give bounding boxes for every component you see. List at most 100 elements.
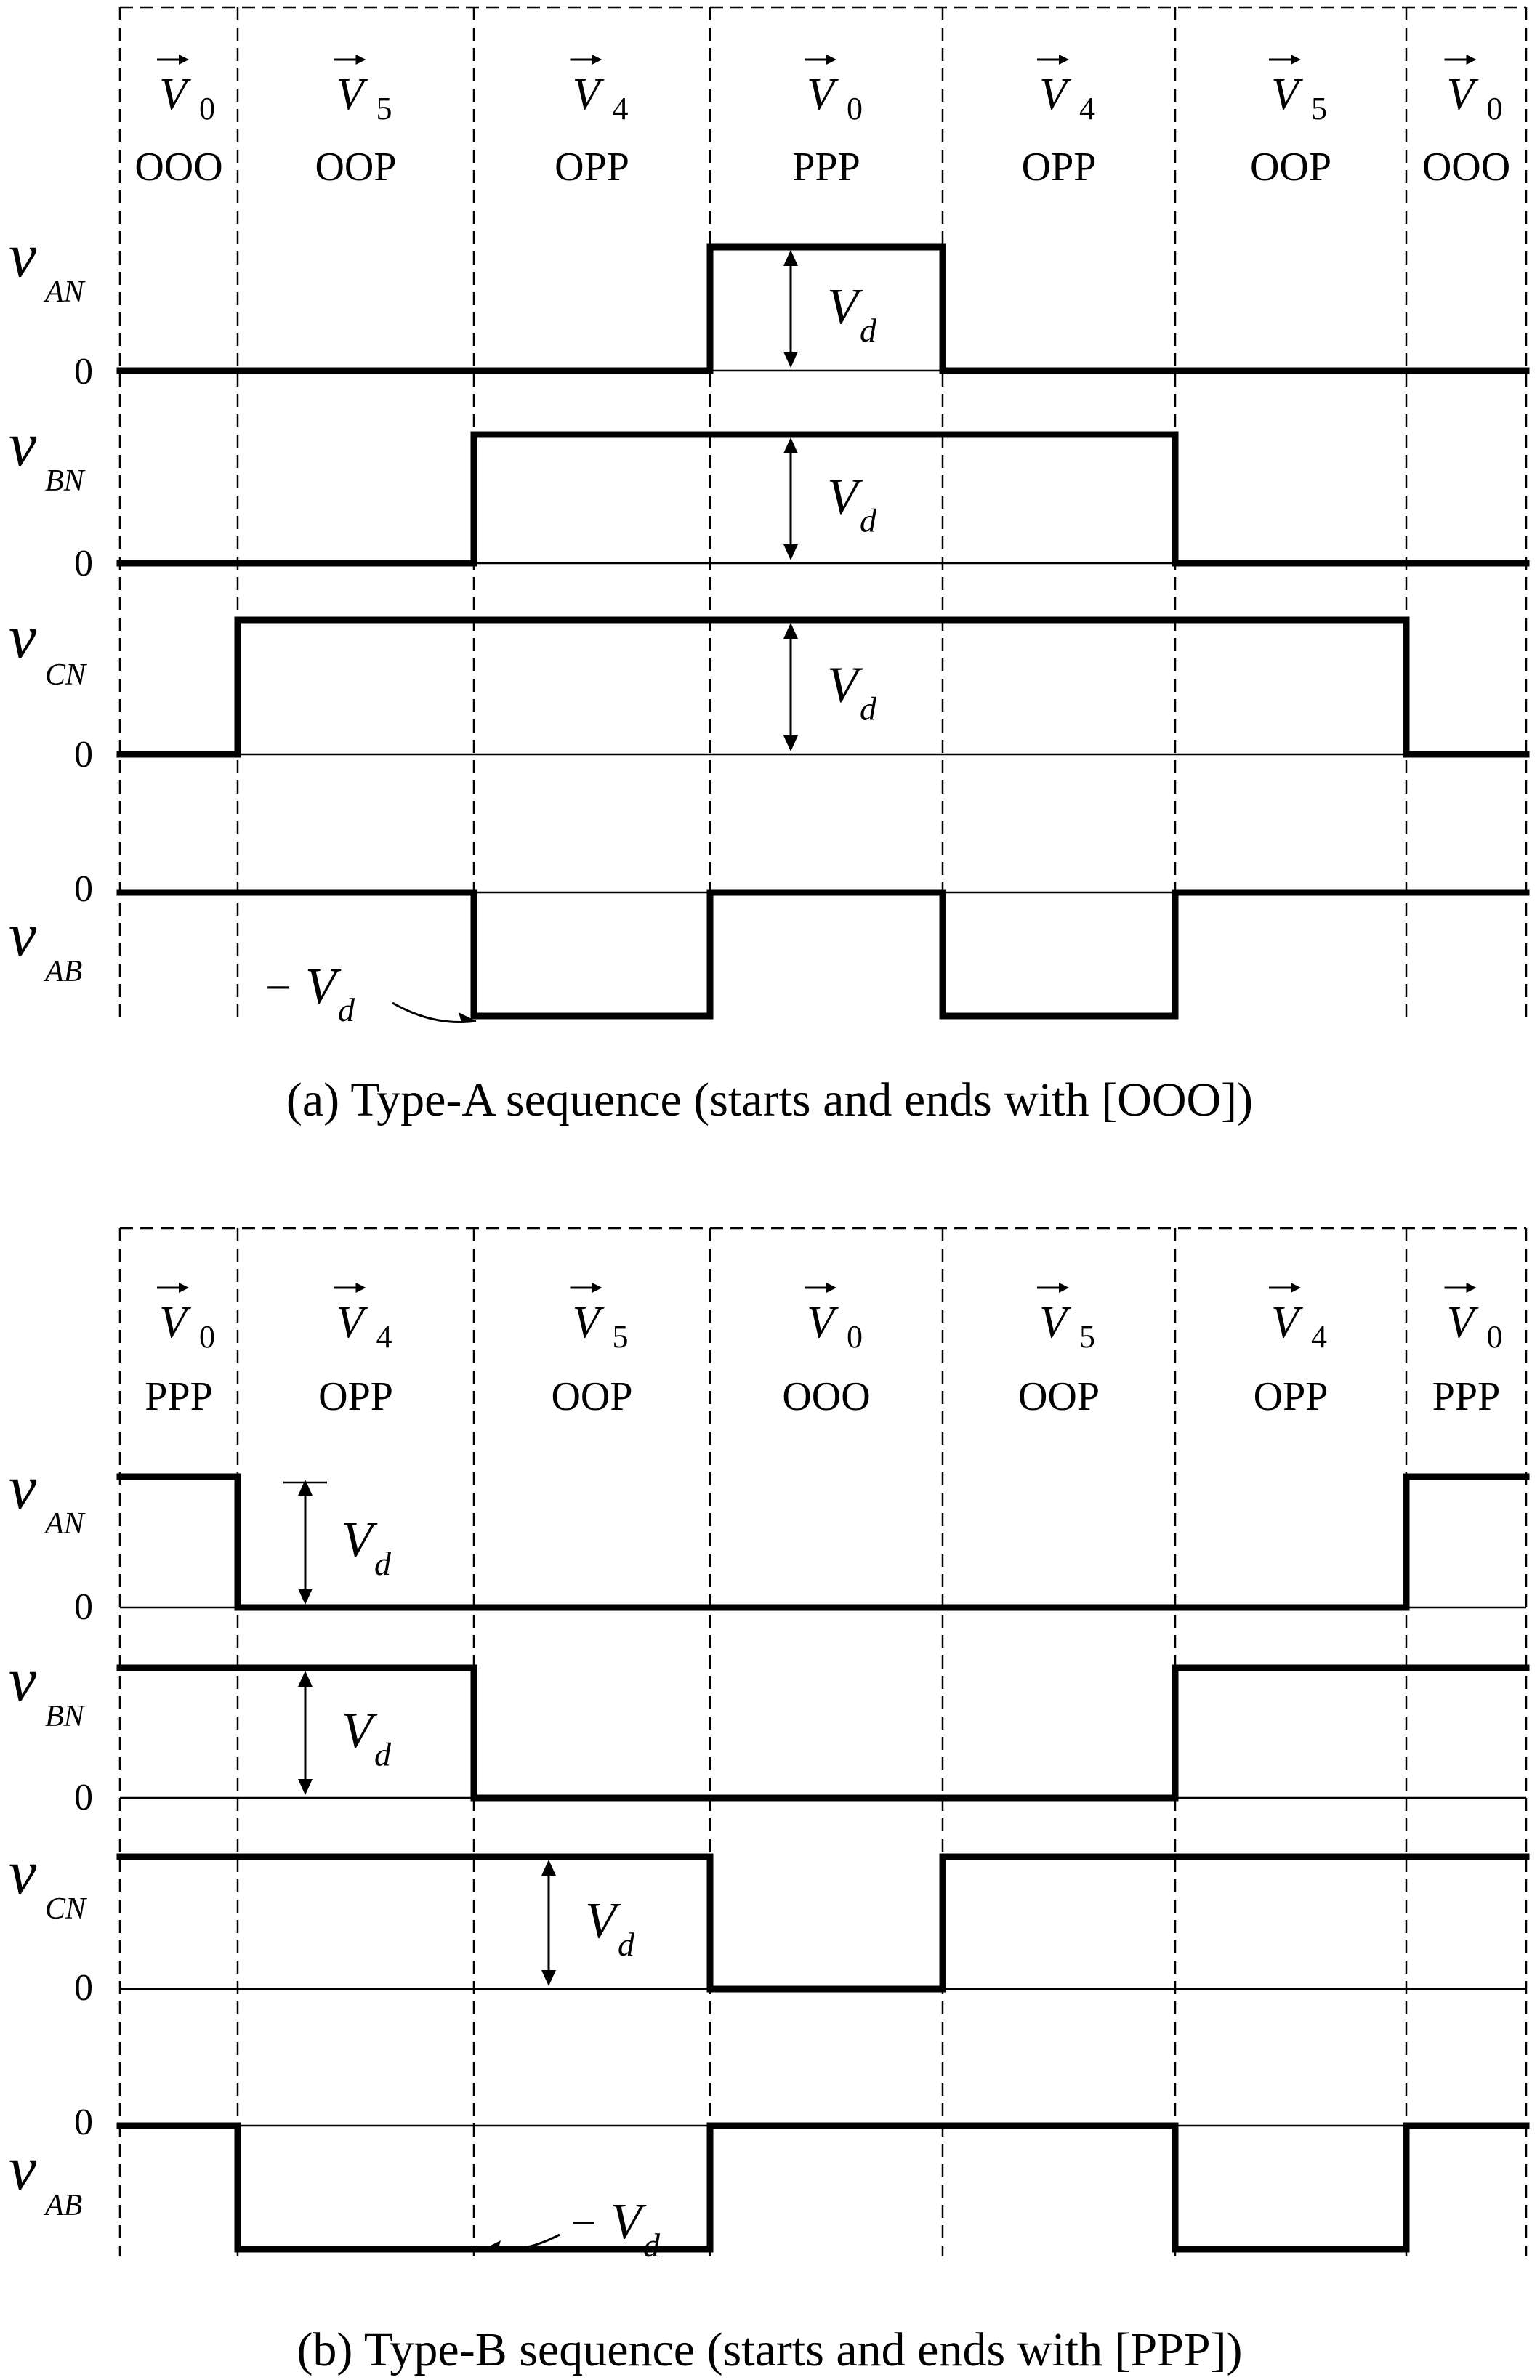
switching-state-label: OOP: [315, 145, 396, 190]
switching-state-label: PPP: [145, 1374, 212, 1419]
waveform-name: v: [9, 602, 37, 671]
waveform-name: v: [9, 220, 37, 290]
vector-symbol: V: [573, 70, 605, 119]
amplitude-label: V: [827, 658, 863, 714]
switching-state-label: OOP: [1250, 145, 1331, 190]
arrowhead-up-icon: [298, 1671, 313, 1687]
switching-state-label: OPP: [555, 145, 629, 190]
panel-caption: (b) Type-B sequence (starts and ends wit…: [297, 2323, 1242, 2376]
arrowhead-up-icon: [783, 250, 798, 266]
vector-arrowhead-icon: [592, 1283, 602, 1293]
waveform-trace: [116, 431, 1530, 567]
curved-arrowhead-icon: [483, 2240, 501, 2251]
zero-level-label: 0: [74, 1777, 93, 1818]
vector-subscript: 0: [199, 1319, 215, 1355]
arrowhead-up-icon: [298, 1480, 313, 1496]
switching-state-label: OPP: [1254, 1374, 1329, 1419]
vector-subscript: 0: [1487, 1319, 1503, 1355]
vector-symbol: V: [336, 1298, 368, 1347]
negative-amplitude-symbol: V: [305, 959, 342, 1014]
switching-state-label: OOO: [782, 1374, 870, 1419]
amplitude-subscript: d: [860, 312, 877, 349]
vector-symbol: V: [1447, 1298, 1479, 1347]
switching-state-label: OOP: [551, 1374, 632, 1419]
waveform-subscript: BN: [45, 1700, 86, 1733]
arrowhead-down-icon: [298, 1779, 313, 1795]
zero-level-label: 0: [74, 1967, 93, 2009]
waveform-subscript: CN: [45, 658, 87, 692]
arrowhead-down-icon: [298, 1589, 313, 1605]
minus-sign: −: [571, 2197, 597, 2248]
vector-symbol: V: [336, 70, 368, 119]
panel-caption: (a) Type-A sequence (starts and ends wit…: [286, 1073, 1253, 1126]
vector-subscript: 5: [376, 91, 392, 126]
waveform-trace: [116, 1473, 1530, 1611]
waveform-name: v: [9, 1837, 37, 1907]
amplitude-subscript: d: [860, 502, 877, 539]
arrowhead-up-icon: [541, 1860, 556, 1876]
vector-symbol: V: [807, 1298, 839, 1347]
amplitude-subscript: d: [618, 1926, 635, 1963]
negative-amplitude-subscript: d: [643, 2227, 661, 2264]
vector-subscript: 4: [376, 1319, 392, 1355]
minus-sign: −: [265, 961, 291, 1013]
zero-level-label: 0: [74, 868, 93, 910]
vector-subscript: 4: [613, 91, 629, 126]
amplitude-label: V: [342, 1512, 378, 1568]
vector-subscript: 5: [613, 1319, 629, 1355]
switching-state-label: OOO: [134, 145, 222, 190]
vector-subscript: 4: [1079, 91, 1095, 126]
switching-state-label: OOP: [1018, 1374, 1100, 1419]
vector-arrowhead-icon: [1466, 1283, 1477, 1293]
waveform-subscript: BN: [45, 464, 86, 498]
switching-state-label: OOO: [1422, 145, 1510, 190]
waveform-name: v: [9, 2133, 37, 2203]
vector-symbol: V: [807, 70, 839, 119]
vector-subscript: 0: [1487, 91, 1503, 126]
vector-arrowhead-icon: [1059, 55, 1069, 65]
amplitude-label: V: [342, 1703, 378, 1759]
waveform-trace: [116, 243, 1530, 374]
vector-subscript: 5: [1311, 91, 1327, 126]
waveform-subscript: AN: [43, 275, 86, 309]
vector-symbol: V: [1271, 1298, 1303, 1347]
vector-arrowhead-icon: [826, 55, 836, 65]
amplitude-label: V: [827, 469, 863, 525]
switching-state-label: OPP: [1022, 145, 1097, 190]
vector-arrowhead-icon: [1466, 55, 1477, 65]
amplitude-subscript: d: [860, 690, 877, 727]
vector-arrowhead-icon: [179, 1283, 189, 1293]
vector-arrowhead-icon: [1291, 55, 1301, 65]
waveform-subscript: CN: [45, 1892, 87, 1926]
switching-state-label: PPP: [792, 145, 860, 190]
curved-arrowhead-icon: [459, 1012, 476, 1022]
arrowhead-up-icon: [783, 437, 798, 453]
arrowhead-down-icon: [783, 735, 798, 751]
zero-level-label: 0: [74, 2102, 93, 2143]
amplitude-label: V: [827, 279, 863, 335]
vector-symbol: V: [1271, 70, 1303, 119]
